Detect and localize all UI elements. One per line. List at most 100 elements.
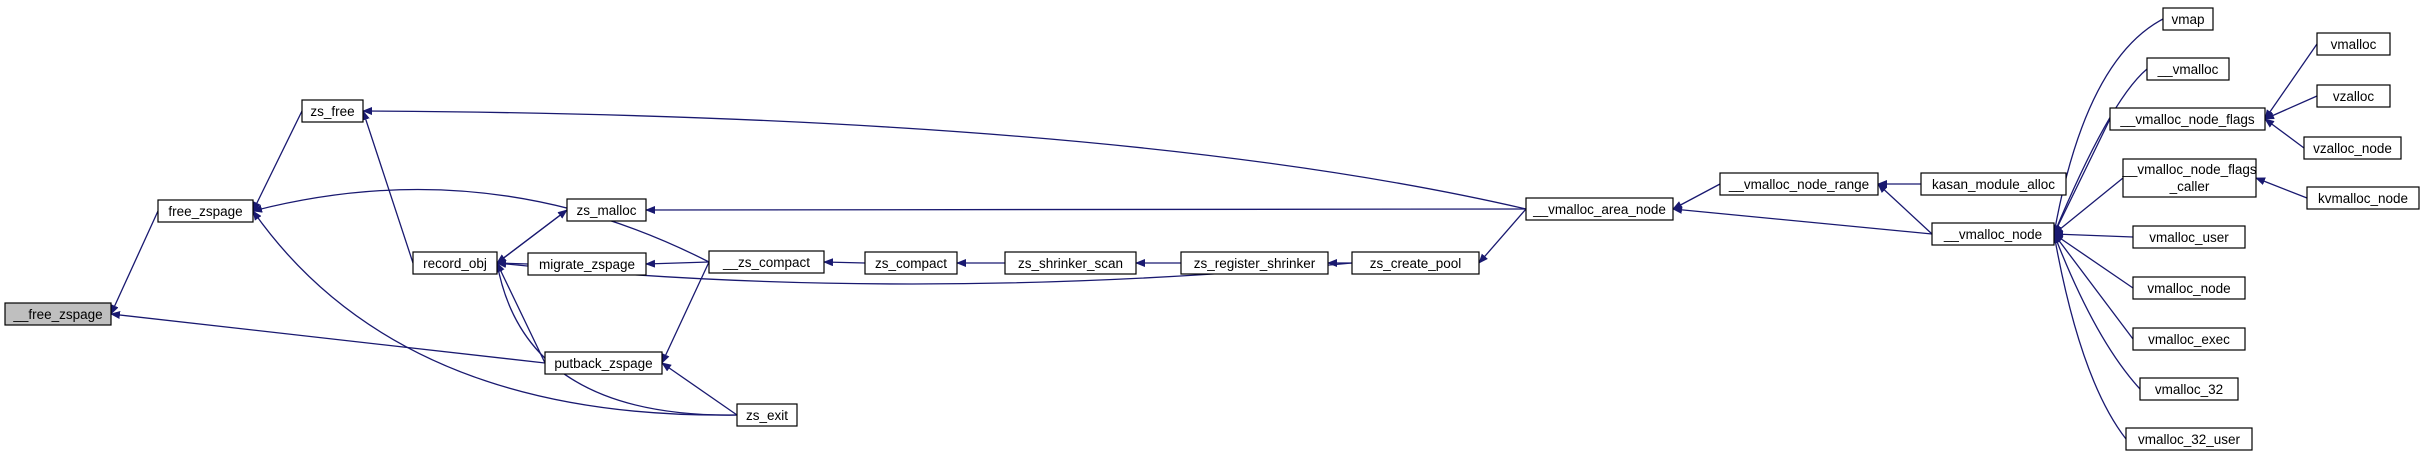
node-kvmalloc-node[interactable]: kvmalloc_node xyxy=(2306,186,2420,210)
node-box xyxy=(2316,84,2391,108)
edge-arrow xyxy=(2053,118,2111,235)
nodes-layer: __free_zspage free_zspage zs_free record_ob… xyxy=(4,7,2420,451)
edge-zs_exit-to-record_obj xyxy=(494,262,738,416)
node-free-zspage[interactable]: free_zspage xyxy=(157,199,254,223)
node-box xyxy=(544,351,663,375)
node-vmalloc-exec[interactable]: vmalloc_exec xyxy=(2132,327,2246,351)
edge-arrow xyxy=(2255,177,2308,199)
node-vmalloc-node-flags[interactable]: __vmalloc_node_flags xyxy=(2109,107,2266,131)
edge-arrow xyxy=(494,262,738,416)
node-vmalloc-user[interactable]: vmalloc_user xyxy=(2132,225,2246,249)
edge-vmalloc_exec-to-vmalloc_node_inner xyxy=(2053,233,2134,340)
edge-putback_zspage-to-record_obj xyxy=(496,262,546,364)
edge-vmalloc_node-to-vmalloc_node_inner xyxy=(2053,233,2134,289)
node-zs-create-pool[interactable]: zs_create_pool xyxy=(1351,251,1480,275)
node-label: vmalloc_user xyxy=(2149,230,2229,245)
edge-arrow xyxy=(2053,233,2141,390)
edge-zs_compact-to-zs_compact_inner xyxy=(823,258,866,267)
edge-record_obj-to-zs_malloc xyxy=(496,209,568,264)
edge-arrow xyxy=(645,205,1527,214)
node-label: __vmalloc_node xyxy=(1943,227,2042,242)
node-migrate-zspage[interactable]: migrate_zspage xyxy=(527,252,647,276)
node-vmalloc-node-inner[interactable]: __vmalloc_node xyxy=(1931,222,2055,246)
node-zs-register-shrinker[interactable]: zs_register_shrinker xyxy=(1180,251,1329,275)
node-box xyxy=(2162,7,2214,31)
node-box xyxy=(2125,427,2253,451)
edge-arrow xyxy=(2053,233,2134,289)
edge-vmalloc_node_range-to-vmalloc_area_node xyxy=(1672,183,1721,210)
node-label: __vmalloc_area_node xyxy=(1532,202,1666,217)
node-label: __vmalloc_node_flags xyxy=(2119,112,2255,127)
node-label: vmap xyxy=(2171,12,2204,27)
node-zs-malloc[interactable]: zs_malloc xyxy=(566,198,647,222)
node-box xyxy=(2132,225,2246,249)
node-label: zs_register_shrinker xyxy=(1194,256,1316,271)
node-label: free_zspage xyxy=(168,204,242,219)
edge-arrow xyxy=(496,262,546,364)
node-free-zspage-root[interactable]: __free_zspage xyxy=(4,302,112,326)
node-zs-compact-inner[interactable]: __zs_compact xyxy=(708,250,825,274)
edge-vmalloc_node_flags-to-vmalloc_node_inner xyxy=(2053,118,2111,235)
edge-vmalloc_user-to-vmalloc_node_inner xyxy=(2053,230,2134,239)
node-box xyxy=(412,251,498,275)
edge-arrow xyxy=(661,362,738,416)
edge-zs_exit-to-putback_zspage xyxy=(661,362,738,416)
edge-zs_free-to-free_zspage xyxy=(252,110,303,212)
node-box xyxy=(2139,377,2239,401)
node-box xyxy=(1719,172,1879,196)
node-box xyxy=(2132,276,2246,300)
edge-zs_compact_inner-to-free_zspage xyxy=(252,188,710,263)
edge-arrow xyxy=(110,210,159,315)
node-vmalloc-area-node[interactable]: __vmalloc_area_node xyxy=(1525,197,1674,221)
node-vmalloc-32[interactable]: vmalloc_32 xyxy=(2139,377,2239,401)
node-box xyxy=(301,99,364,123)
edge-arrow xyxy=(1478,208,1527,264)
node-zs-compact[interactable]: zs_compact xyxy=(864,251,958,275)
node-label: vmalloc_exec xyxy=(2148,332,2230,347)
node-vmalloc[interactable]: vmalloc xyxy=(2316,32,2391,56)
node-vmap[interactable]: vmap xyxy=(2162,7,2214,31)
edge-zs_compact_inner-to-putback_zspage xyxy=(661,261,710,364)
node-vmalloc-node-flags-caller[interactable]: __vmalloc_node_flags_caller xyxy=(2121,158,2257,198)
node-zs-exit[interactable]: zs_exit xyxy=(736,403,798,427)
node-label: zs_malloc xyxy=(576,203,636,218)
node-zs-shrinker-scan[interactable]: zs_shrinker_scan xyxy=(1004,251,1137,275)
node-kasan-module-alloc[interactable]: kasan_module_alloc xyxy=(1920,172,2067,196)
node-box xyxy=(2306,186,2420,210)
node-box xyxy=(1180,251,1329,275)
node-label: vzalloc xyxy=(2333,89,2375,104)
node-box xyxy=(2303,136,2402,160)
node-box xyxy=(157,199,254,223)
node-putback-zspage[interactable]: putback_zspage xyxy=(544,351,663,375)
node-vmalloc-inner[interactable]: __vmalloc xyxy=(2146,57,2230,81)
edge-arrow xyxy=(2264,95,2318,120)
node-label: zs_free xyxy=(310,104,354,119)
node-vzalloc[interactable]: vzalloc xyxy=(2316,84,2391,108)
edge-vmalloc-to-vmalloc_node_flags xyxy=(2264,43,2318,120)
node-box xyxy=(2109,107,2266,131)
node-vmalloc-32-user[interactable]: vmalloc_32_user xyxy=(2125,427,2253,451)
edge-arrow xyxy=(252,210,738,416)
edge-arrow xyxy=(645,259,710,268)
node-record-obj[interactable]: record_obj xyxy=(412,251,498,275)
edge-record_obj-to-zs_free xyxy=(362,110,414,264)
node-box xyxy=(1525,197,1674,221)
node-label-line2: _caller xyxy=(2169,179,2210,194)
edge-vmalloc_node_inner-to-vmalloc_node_range xyxy=(1877,183,1933,235)
edge-vmalloc_node_inner-to-vmalloc_area_node xyxy=(1672,205,1933,235)
node-label: kasan_module_alloc xyxy=(1932,177,2055,192)
node-label: kvmalloc_node xyxy=(2318,191,2408,206)
node-label: putback_zspage xyxy=(554,356,652,371)
edge-arrow xyxy=(2053,177,2124,235)
node-box xyxy=(1931,222,2055,246)
edge-zs_exit-to-free_zspage xyxy=(252,210,738,416)
node-vmalloc-node-range[interactable]: __vmalloc_node_range xyxy=(1719,172,1879,196)
node-label: vmalloc_32 xyxy=(2155,382,2223,397)
node-vzalloc-node[interactable]: vzalloc_node xyxy=(2303,136,2402,160)
node-vmalloc-node[interactable]: vmalloc_node xyxy=(2132,276,2246,300)
node-label: vmalloc xyxy=(2331,37,2377,52)
node-box xyxy=(864,251,958,275)
node-zs-free[interactable]: zs_free xyxy=(301,99,364,123)
node-label: zs_compact xyxy=(875,256,947,271)
